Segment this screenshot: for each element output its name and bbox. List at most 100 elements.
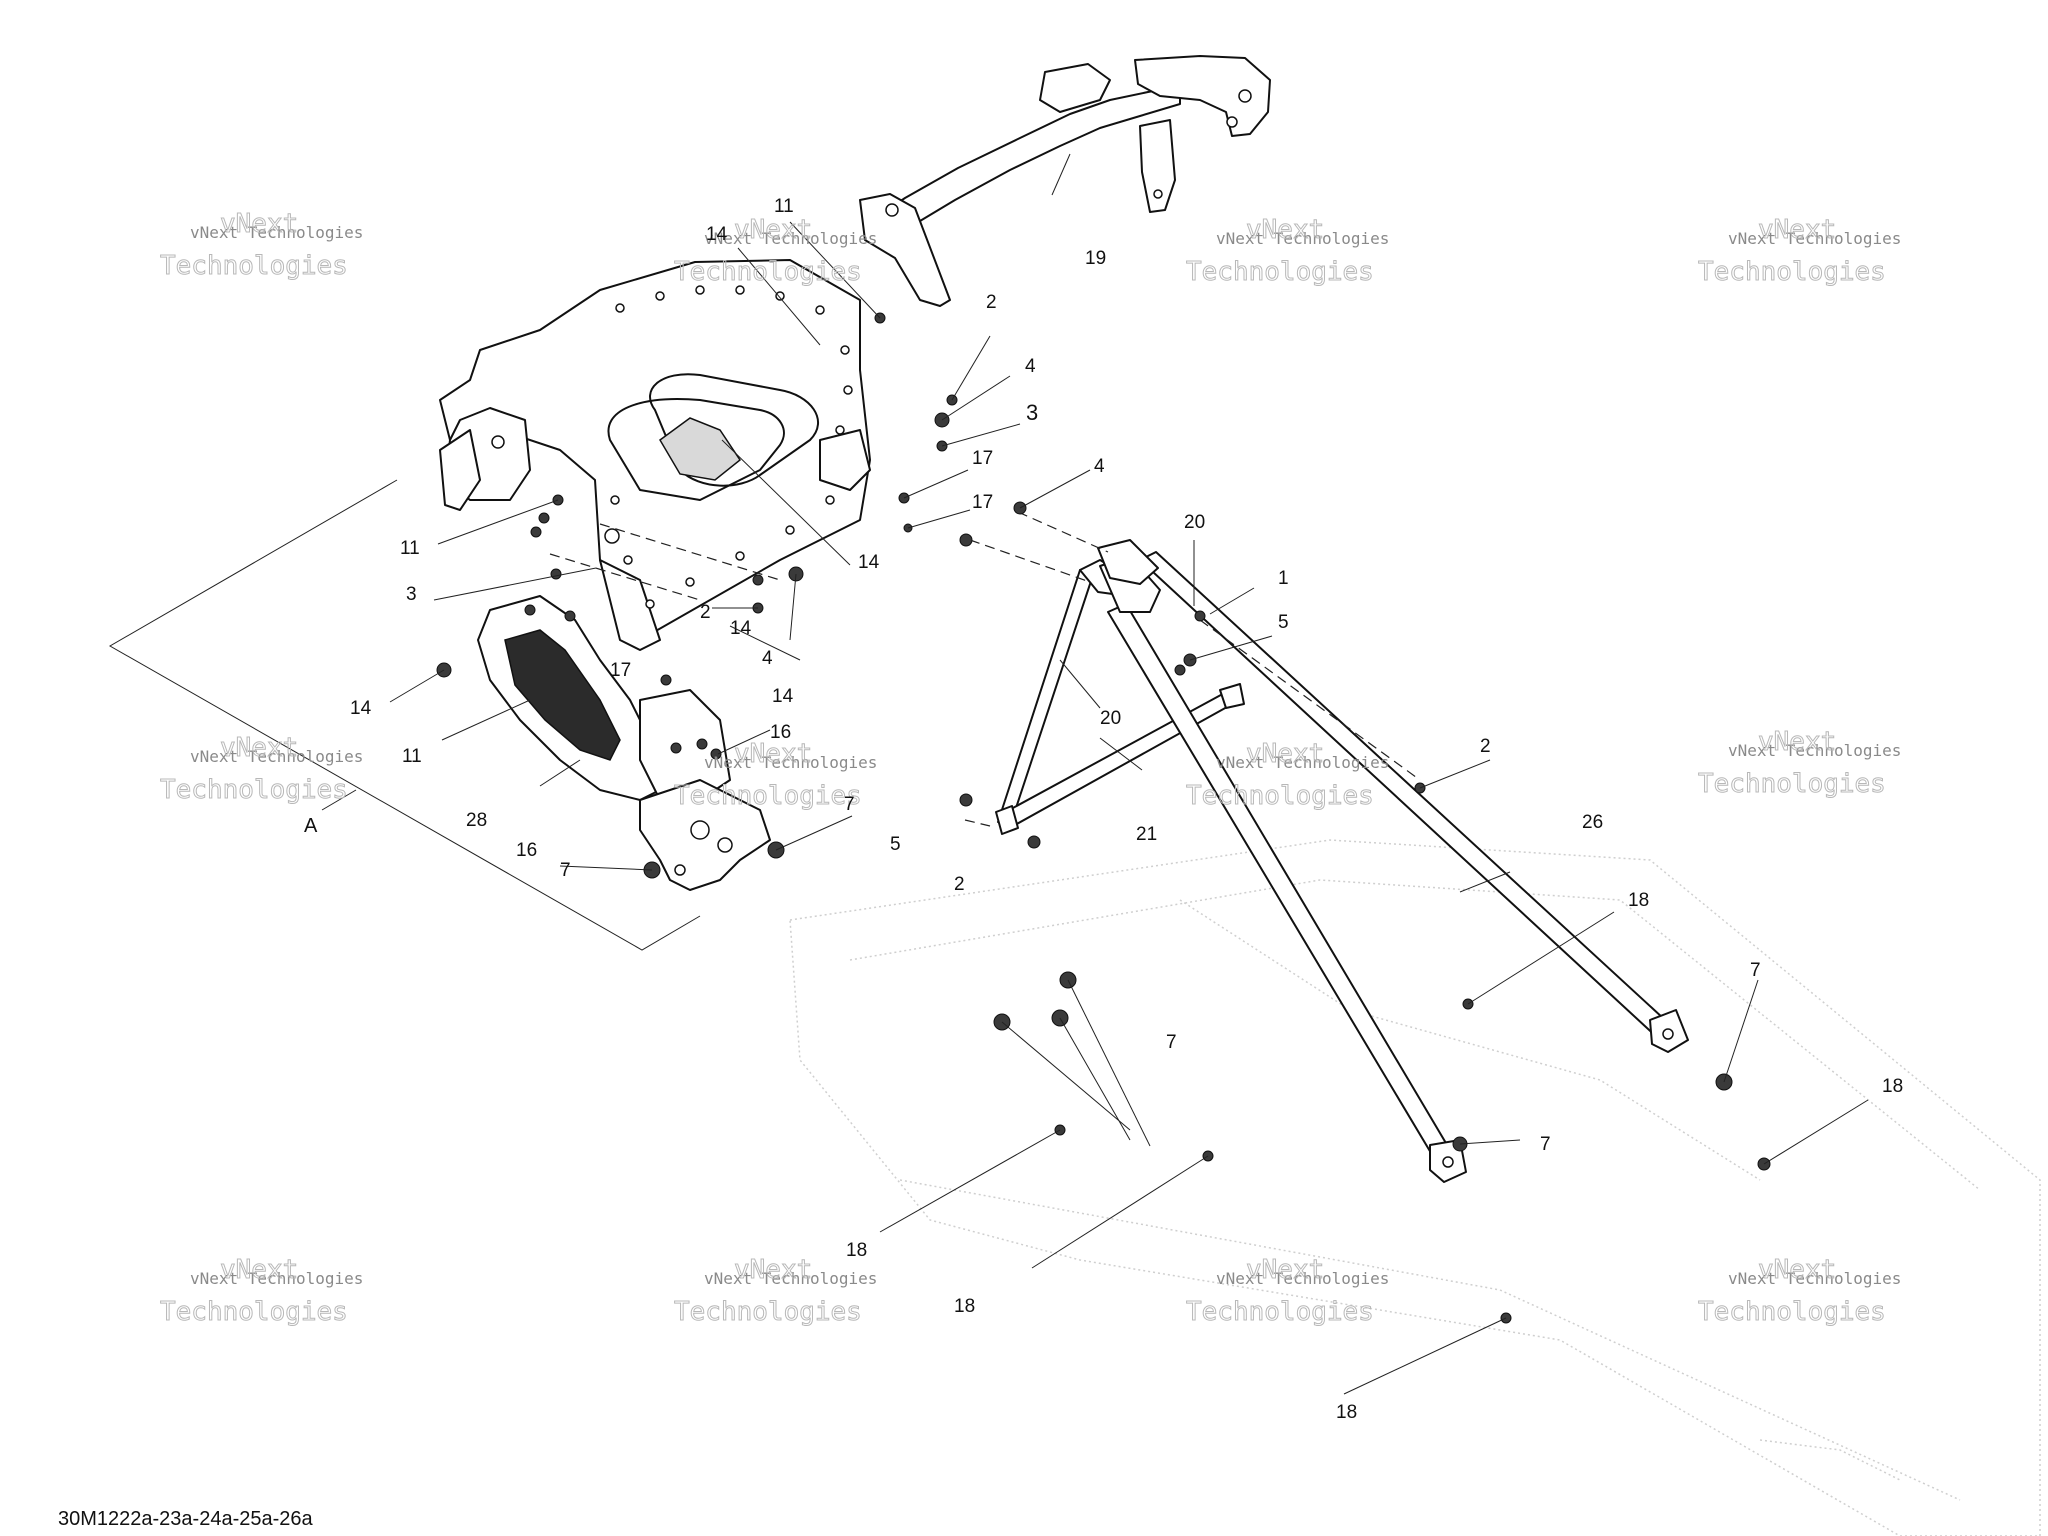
- part-28-lower-bracket: [477, 595, 731, 801]
- watermark: vNext Technologies Technologies vNext: [1698, 727, 1902, 800]
- callout: 19: [1085, 248, 1106, 269]
- callout: 2: [954, 874, 965, 895]
- svg-text:Technologies: Technologies: [160, 251, 348, 281]
- svg-text:vNext: vNext: [220, 1255, 298, 1285]
- callout: 18: [954, 1296, 975, 1317]
- svg-text:vNext Technologies: vNext Technologies: [1728, 741, 1901, 760]
- callout: 4: [1025, 356, 1036, 377]
- callout: 7: [844, 794, 855, 815]
- callout: 16: [770, 722, 791, 743]
- callout: 3: [1026, 400, 1038, 425]
- callout: 14: [772, 686, 794, 707]
- callout: 11: [774, 196, 794, 217]
- leader-lines: [321, 153, 1869, 1395]
- svg-text:Technologies: Technologies: [1698, 769, 1886, 799]
- callout: 20: [1184, 512, 1205, 533]
- watermark: vNext Technologies Technologies vNext: [674, 1255, 878, 1328]
- watermark: vNext Technologies Technologies vNext: [1698, 215, 1902, 288]
- callout: 17: [610, 660, 631, 681]
- svg-text:vNext Technologies: vNext Technologies: [1728, 229, 1901, 248]
- callout: 3: [406, 584, 417, 605]
- callout: 14: [350, 698, 372, 719]
- svg-text:vNext: vNext: [1246, 215, 1324, 245]
- svg-text:vNext Technologies: vNext Technologies: [704, 753, 877, 772]
- part-20-strut: [1099, 555, 1467, 1183]
- callout: 20: [1100, 708, 1121, 729]
- drawing-code: 30M1222a-23a-24a-25a-26a: [58, 1508, 313, 1530]
- callout: 18: [1336, 1402, 1357, 1423]
- svg-text:vNext: vNext: [1758, 215, 1836, 245]
- svg-text:vNext Technologies: vNext Technologies: [1728, 1269, 1901, 1288]
- callout: 2: [986, 292, 997, 313]
- main-support-plate: [439, 259, 871, 651]
- callout: 4: [762, 648, 773, 669]
- callout: 1: [1278, 568, 1289, 589]
- callout: 14: [706, 224, 728, 245]
- part-26-rear-strut: [1097, 539, 1689, 1053]
- callout: 11: [402, 746, 422, 767]
- callout: 18: [846, 1240, 867, 1261]
- svg-text:vNext: vNext: [1246, 739, 1324, 769]
- watermark: vNext Technologies Technologies vNext: [1698, 1255, 1902, 1328]
- callout: 21: [1136, 824, 1157, 845]
- callout: 4: [1094, 456, 1105, 477]
- svg-text:Technologies: Technologies: [674, 781, 862, 811]
- svg-text:Technologies: Technologies: [1698, 1297, 1886, 1327]
- alignment-lines: [549, 511, 1421, 827]
- svg-text:vNext: vNext: [734, 739, 812, 769]
- callout: 14: [858, 552, 880, 573]
- svg-text:vNext: vNext: [734, 215, 812, 245]
- watermark: vNext Technologies Technologies vNext: [1186, 739, 1390, 812]
- watermark: vNext Technologies Technologies vNext: [160, 1255, 364, 1328]
- svg-text:Technologies: Technologies: [1698, 257, 1886, 287]
- callout: 11: [400, 538, 420, 559]
- watermark: vNext Technologies Technologies vNext: [674, 215, 878, 288]
- part-19-steering-beam: [859, 55, 1271, 307]
- part-16-lower-plate: [639, 779, 771, 891]
- svg-text:vNext: vNext: [1246, 1255, 1324, 1285]
- callouts: 11 14 19 2 4 3 17 17 4 20 11 14 3 1 2 14…: [304, 196, 1903, 1423]
- callout: 14: [730, 618, 752, 639]
- callout: 2: [700, 602, 711, 623]
- callout: 7: [1750, 960, 1761, 981]
- svg-text:Technologies: Technologies: [160, 1297, 348, 1327]
- callout: 5: [1278, 612, 1289, 633]
- callout: 7: [1166, 1032, 1177, 1053]
- svg-text:vNext Technologies: vNext Technologies: [190, 747, 363, 766]
- callout: 5: [890, 834, 901, 855]
- svg-text:Technologies: Technologies: [674, 257, 862, 287]
- svg-text:vNext Technologies: vNext Technologies: [1216, 1269, 1389, 1288]
- watermarks: vNext Technologies Technologies vNext vN…: [160, 209, 1902, 1328]
- svg-text:Technologies: Technologies: [674, 1297, 862, 1327]
- watermark: vNext Technologies Technologies vNext: [160, 733, 364, 806]
- callout: 26: [1582, 812, 1603, 833]
- callout: 16: [516, 840, 537, 861]
- callout: 28: [466, 810, 487, 831]
- callout: 18: [1628, 890, 1649, 911]
- svg-text:Technologies: Technologies: [1186, 257, 1374, 287]
- callout: 18: [1882, 1076, 1903, 1097]
- svg-text:vNext: vNext: [1758, 727, 1836, 757]
- svg-text:vNext: vNext: [220, 209, 298, 239]
- watermark: vNext Technologies Technologies vNext: [674, 739, 878, 812]
- svg-text:vNext: vNext: [734, 1255, 812, 1285]
- watermark: vNext Technologies Technologies vNext: [1186, 215, 1390, 288]
- svg-text:Technologies: Technologies: [160, 775, 348, 805]
- svg-text:vNext Technologies: vNext Technologies: [1216, 229, 1389, 248]
- svg-text:vNext Technologies: vNext Technologies: [704, 229, 877, 248]
- assembly-a-boundary: [108, 479, 701, 951]
- svg-text:vNext: vNext: [220, 733, 298, 763]
- callout: 17: [972, 448, 993, 469]
- svg-text:vNext: vNext: [1758, 1255, 1836, 1285]
- watermark: vNext Technologies Technologies vNext: [1186, 1255, 1390, 1328]
- callout: 7: [1540, 1134, 1551, 1155]
- tunnel-ghost-outline: [789, 839, 2041, 1536]
- watermark: vNext Technologies Technologies vNext: [160, 209, 364, 282]
- svg-text:Technologies: Technologies: [1186, 1297, 1374, 1327]
- callout: 7: [560, 860, 571, 881]
- svg-text:vNext Technologies: vNext Technologies: [190, 1269, 363, 1288]
- svg-text:Technologies: Technologies: [1186, 781, 1374, 811]
- svg-text:vNext Technologies: vNext Technologies: [1216, 753, 1389, 772]
- svg-text:vNext Technologies: vNext Technologies: [190, 223, 363, 242]
